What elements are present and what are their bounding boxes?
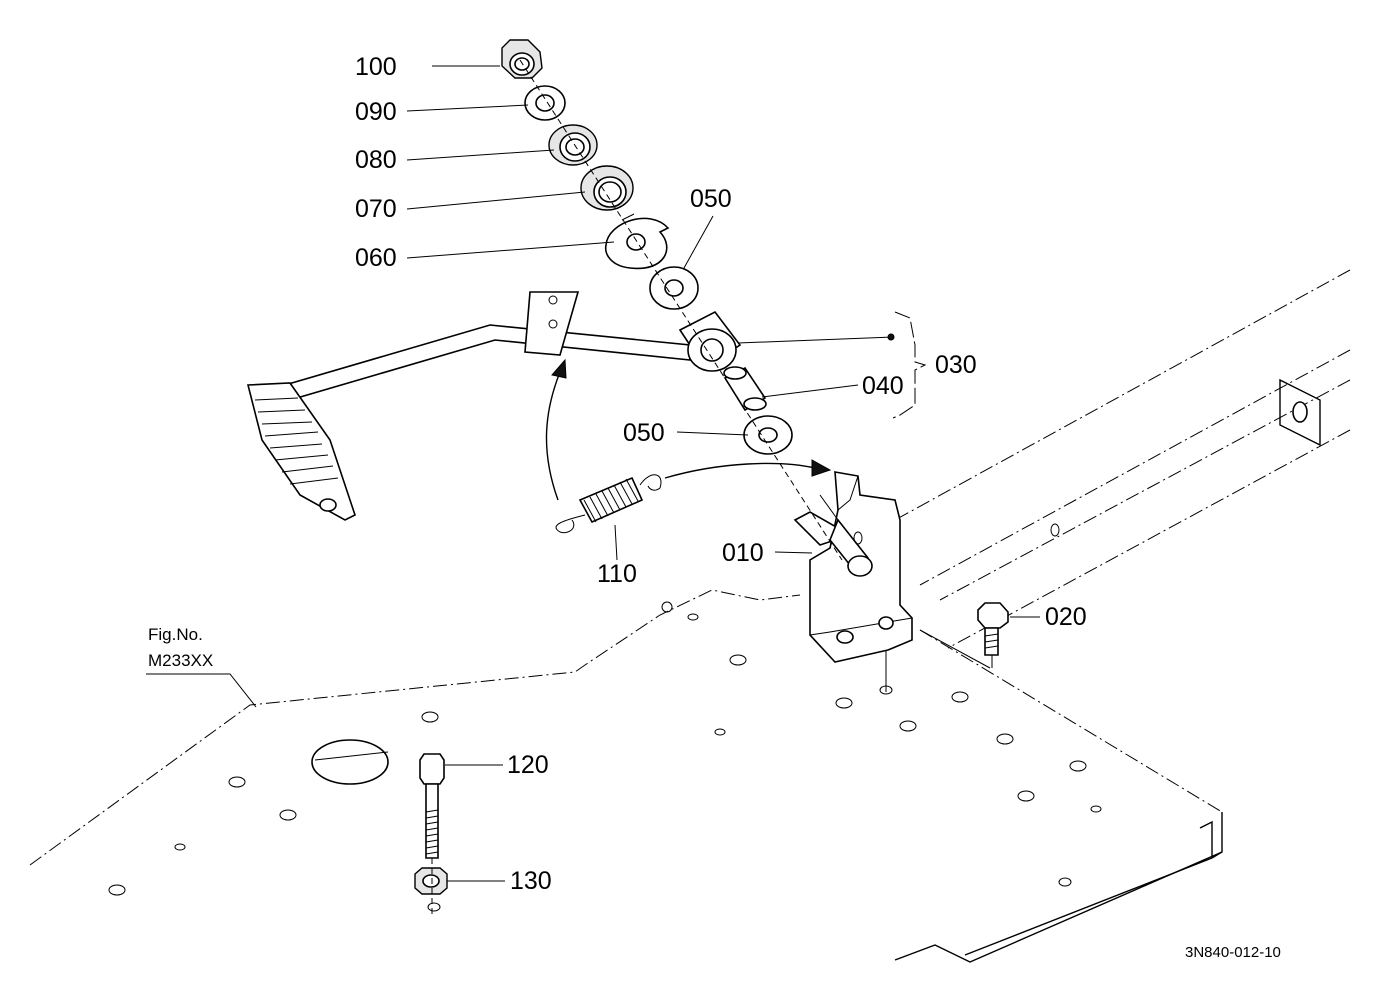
figure-reference: Fig.No. M233XX: [148, 625, 213, 670]
callout-100: 100: [355, 53, 397, 81]
callout-070: 070: [355, 195, 397, 223]
nut-130: [414, 867, 448, 895]
plate-opening: [311, 739, 389, 785]
plate-holes: [108, 601, 1102, 912]
callout-050-lower: 050: [623, 419, 665, 447]
frame-rail: [894, 269, 1351, 649]
fig-ref-line1: Fig.No.: [148, 625, 203, 644]
bearing-080: [548, 124, 598, 166]
callout-060: 060: [355, 244, 397, 272]
nut-100: [501, 39, 543, 79]
fig-ref-line2: M233XX: [148, 651, 213, 670]
bracket-010: [793, 471, 913, 690]
washer-050-lower: [743, 415, 793, 455]
drawing-code: 3N840-012-10: [1185, 944, 1281, 961]
bushing-040: [723, 366, 767, 412]
washer-050-upper: [649, 266, 699, 310]
assembly-arrows: [545, 358, 832, 501]
bolt-020: [977, 602, 1009, 668]
leader-lines: [146, 65, 1040, 882]
callout-040: 040: [862, 372, 904, 400]
callout-020: 020: [1045, 603, 1087, 631]
callout-110: 110: [597, 560, 637, 588]
floor-plate: [29, 589, 1223, 963]
washer-090: [524, 85, 566, 121]
callout-090: 090: [355, 98, 397, 126]
callout-080: 080: [355, 146, 397, 174]
callout-labels: 100 090 080 070 060 050 050 040 030 010 …: [355, 53, 1087, 895]
callout-050-upper: 050: [690, 185, 732, 213]
bearing-070: [580, 165, 634, 211]
pedal-arm-030: [246, 291, 742, 521]
spring-110: [555, 474, 662, 534]
callout-010: 010: [722, 539, 764, 567]
cap-screw-120: [419, 753, 445, 859]
callout-130: 130: [510, 867, 552, 895]
plate-060: [604, 213, 670, 270]
bracket-030-group-mark: [887, 311, 927, 419]
callout-030: 030: [935, 351, 977, 379]
assembly-axis-lines: [431, 59, 991, 915]
callout-120: 120: [507, 751, 549, 779]
